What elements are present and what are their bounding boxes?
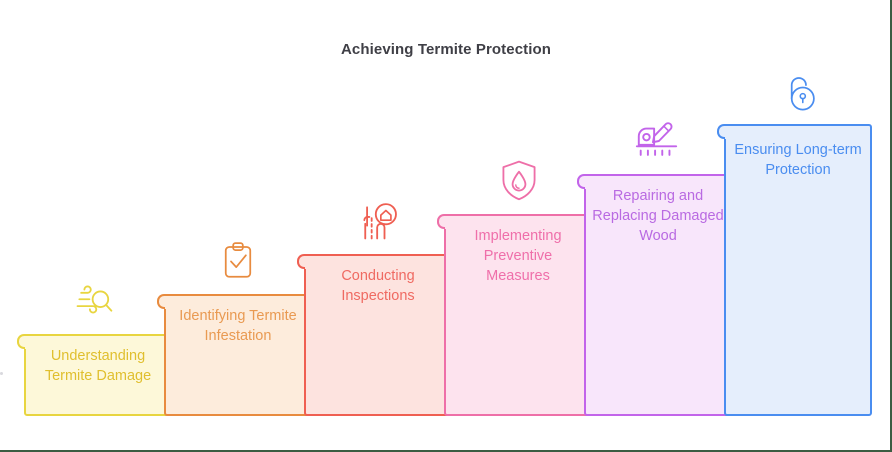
wind-magnifier-icon — [76, 285, 113, 314]
step-block-2[interactable]: Identifying Termite Infestation — [157, 294, 312, 416]
step-label-4: Implementing Preventive Measures — [474, 228, 562, 284]
step-notch-cover-4 — [445, 216, 453, 229]
step-label-2: Identifying Termite Infestation — [179, 308, 297, 344]
step-block-5[interactable]: Repairing and Replacing Damaged Wood — [577, 174, 732, 416]
step-notch-cover-5 — [585, 176, 593, 189]
unlocked-padlock-icon — [790, 77, 815, 111]
step-notch-cover-6 — [725, 126, 733, 139]
step-notch-cover-1 — [25, 336, 33, 349]
tape-measure-pencil-icon — [635, 122, 678, 156]
step-label-6: Ensuring Long-term Protection — [734, 142, 862, 178]
edge-artifact — [0, 372, 3, 375]
page-title: Achieving Termite Protection — [340, 41, 552, 58]
step-label-5: Repairing and Replacing Damaged Wood — [592, 188, 724, 244]
step-block-4[interactable]: Implementing Preventive Measures — [437, 214, 592, 416]
house-inspection-icon — [363, 203, 397, 240]
step-block-1[interactable]: Understanding Termite Damage — [17, 334, 172, 416]
step-label-3: Conducting Inspections — [341, 268, 415, 304]
step-block-6[interactable]: Ensuring Long-term Protection — [717, 124, 872, 416]
step-notch-cover-3 — [305, 256, 313, 269]
clipboard-check-icon — [224, 242, 252, 278]
step-block-3[interactable]: Conducting Inspections — [297, 254, 452, 416]
step-notch-cover-2 — [165, 296, 173, 309]
shield-droplet-icon — [502, 160, 536, 201]
step-label-1: Understanding Termite Damage — [44, 348, 152, 384]
